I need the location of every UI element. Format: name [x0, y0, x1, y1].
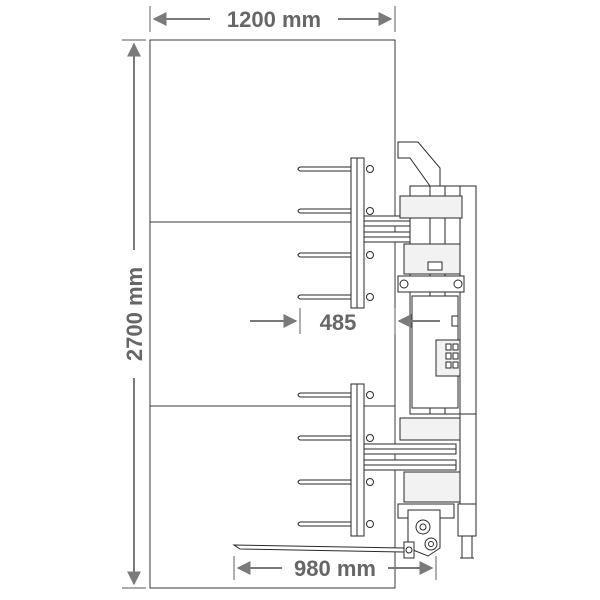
height-dimension: 2700 mm	[122, 39, 147, 589]
upper-tines	[297, 166, 352, 300]
width-label: 1200 mm	[227, 7, 321, 32]
offset-dimension: 485	[250, 308, 440, 335]
lower-tines	[297, 392, 352, 527]
lower-bale-clamp	[297, 383, 457, 537]
carriage-frame	[397, 141, 477, 559]
hitch-bracket	[407, 509, 441, 557]
reach-dimension: 980 mm	[233, 556, 437, 581]
offset-label: 485	[320, 310, 357, 335]
upper-bale-clamp	[297, 157, 457, 309]
reach-label: 980 mm	[294, 556, 376, 581]
width-dimension: 1200 mm	[149, 6, 396, 32]
height-label: 2700 mm	[122, 267, 147, 361]
bale-spear	[232, 541, 415, 559]
